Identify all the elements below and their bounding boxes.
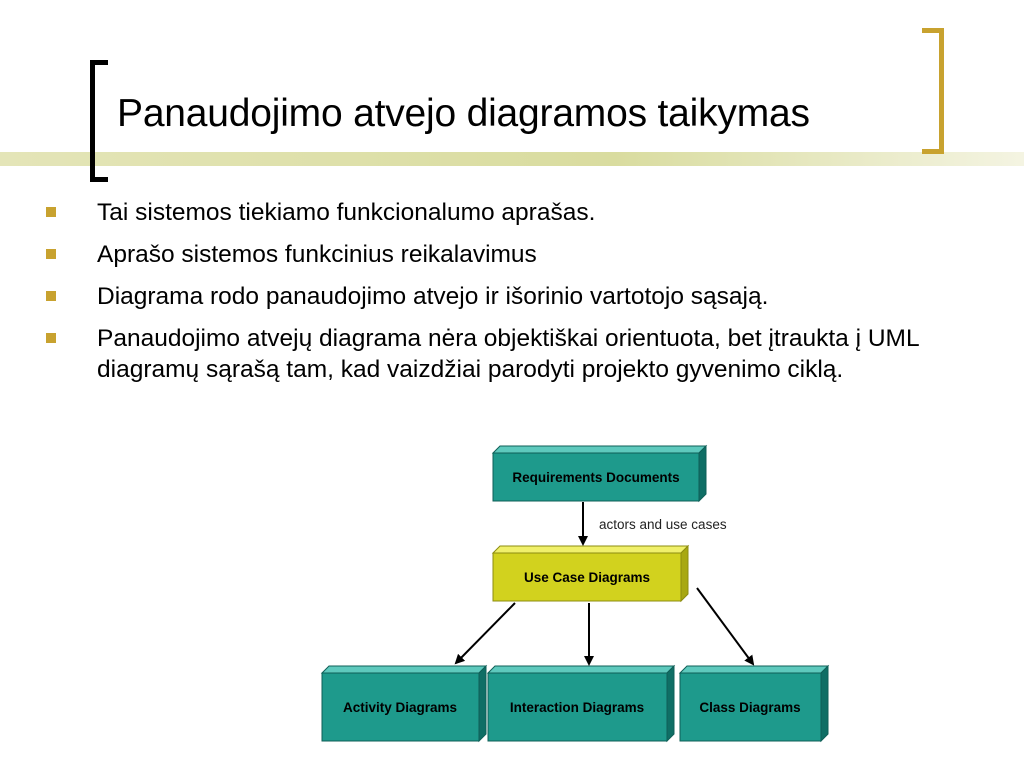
actors-and-use-cases-label: actors and use cases <box>599 517 727 532</box>
slide-title: Panaudojimo atvejo diagramos taikymas <box>117 92 810 135</box>
activity-diagrams-label: Activity Diagrams <box>343 700 457 715</box>
title-stripe <box>0 152 1024 166</box>
square-bullet-icon <box>46 333 56 343</box>
bullet-text: Diagrama rodo panaudojimo atvejo ir išor… <box>97 283 769 310</box>
bullet-item: Diagrama rodo panaudojimo atvejo ir išor… <box>46 281 976 312</box>
bullet-text: Aprašo sistemos funkcinius reikalavimus <box>97 241 537 268</box>
requirements-documents-label: Requirements Documents <box>512 470 679 485</box>
bullet-list: Tai sistemos tiekiamo funkcionalumo apra… <box>46 197 976 385</box>
arrow-usecase-to-class <box>696 587 755 666</box>
bullet-text: Tai sistemos tiekiamo funkcionalumo apra… <box>97 199 596 226</box>
class-diagrams-box: Class Diagrams <box>678 664 830 743</box>
left-bracket-decoration <box>90 60 108 182</box>
bullet-item: Panaudojimo atvejų diagrama nėra objekti… <box>46 323 976 385</box>
class-diagrams-label: Class Diagrams <box>699 700 800 715</box>
square-bullet-icon <box>46 291 56 301</box>
square-bullet-icon <box>46 249 56 259</box>
right-bracket-decoration <box>922 28 944 154</box>
bullet-item: Tai sistemos tiekiamo funkcionalumo apra… <box>46 197 976 228</box>
activity-diagrams-box: Activity Diagrams <box>320 664 488 743</box>
bullet-text: Panaudojimo atvejų diagrama nėra objekti… <box>97 325 919 383</box>
interaction-diagrams-label: Interaction Diagrams <box>510 700 644 715</box>
interaction-diagrams-box: Interaction Diagrams <box>486 664 676 743</box>
use-case-diagrams-box: Use Case Diagrams <box>491 544 690 603</box>
use-case-diagrams-label: Use Case Diagrams <box>524 570 650 585</box>
bullet-item: Aprašo sistemos funkcinius reikalavimus <box>46 239 976 270</box>
requirements-documents-box: Requirements Documents <box>491 444 708 503</box>
square-bullet-icon <box>46 207 56 217</box>
arrow-usecase-to-activity <box>454 602 516 665</box>
